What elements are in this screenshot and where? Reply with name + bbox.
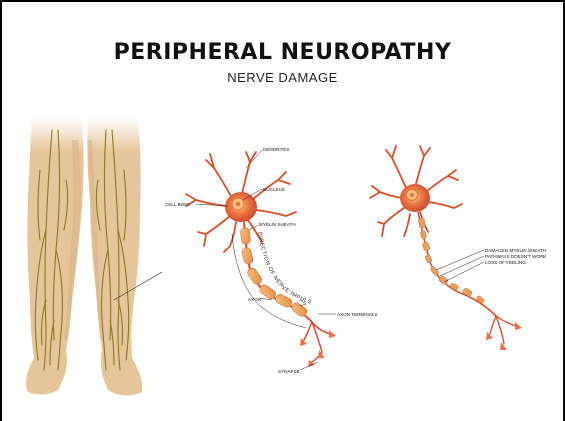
terminal-bulb (515, 322, 522, 330)
loss-of-feeling-label: LOSS OF FEELING (485, 260, 526, 265)
terminal-bulb (329, 330, 336, 338)
myelin-sheath-label: MYELIN SHEATH (259, 222, 296, 227)
legs-illustration (26, 118, 162, 396)
cell-body-label: CELL BODY (165, 202, 191, 207)
damaged-myelin-label: DAMAGED MYELIN SHEATH (485, 248, 546, 253)
damaged-neuron: DAMAGED MYELIN SHEATH PATHWAYS DOESN'T W… (370, 146, 547, 350)
terminal-bulb (300, 338, 307, 346)
axon-terminals-label: AXON TERMINALS (337, 312, 378, 317)
synapse-label: SYNAPSE (278, 369, 300, 374)
axon-label: AXON (248, 297, 261, 302)
axon-terminals (304, 322, 330, 362)
pathways-label: PATHWAYS DOESN'T WORK (485, 254, 547, 259)
axon-bracket (232, 234, 306, 328)
nucleus-label: NUCLEUS (263, 187, 285, 192)
dendrites-label: DENDRITES (263, 147, 290, 152)
damaged-terminals (490, 316, 516, 344)
